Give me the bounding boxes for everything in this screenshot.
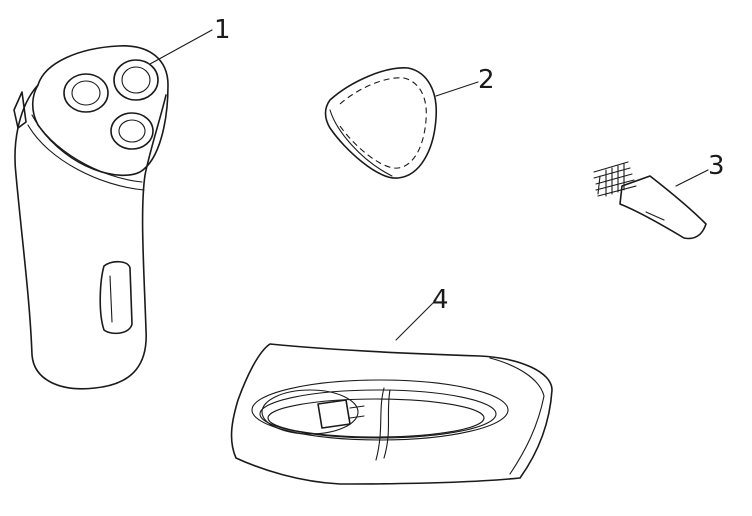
callout-4: 4	[432, 285, 449, 315]
callout-2: 2	[478, 65, 495, 95]
callout-3: 3	[708, 151, 725, 181]
shaver-part: 1	[13, 15, 231, 390]
protective-cap-part: 2	[324, 65, 495, 179]
callout-1: 1	[214, 15, 231, 45]
cord-bag-part: 4	[230, 285, 553, 485]
cleaning-brush-part: 3	[593, 151, 725, 240]
